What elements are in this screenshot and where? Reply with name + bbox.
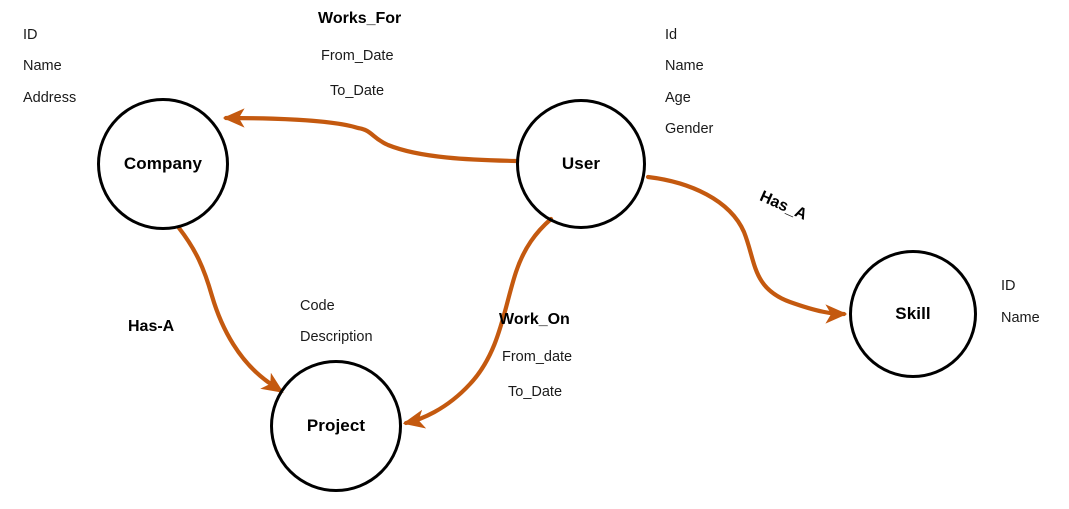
user-attributes-item: Age — [665, 90, 691, 106]
entity-project-label: Project — [306, 416, 366, 435]
entity-skill-label: Skill — [895, 304, 931, 323]
relationship-label-work-on: Work_On — [499, 311, 570, 328]
entity-company-label: Company — [123, 154, 203, 173]
relationship-attr-works-for: From_Date — [321, 48, 394, 64]
user-attributes-item: Name — [665, 58, 704, 74]
company-attributes-item: Name — [23, 58, 62, 74]
edge-has-a-project — [176, 225, 284, 394]
relationship-attr-works-for: To_Date — [330, 83, 385, 99]
edge-works-for — [222, 108, 519, 164]
entity-project[interactable]: Project — [270, 360, 402, 492]
entity-user-label: User — [561, 154, 601, 173]
user-attributes-item: Id — [665, 27, 678, 43]
skill-attributes-item: Name — [1001, 310, 1040, 326]
relationship-label-has-a-project: Has-A — [128, 318, 175, 335]
edge-work-on — [402, 216, 554, 429]
entity-skill[interactable]: Skill — [849, 250, 977, 378]
company-attributes-item: ID — [23, 27, 38, 43]
entity-company[interactable]: Company — [97, 98, 229, 230]
project-attributes-item: Code — [300, 298, 335, 314]
relationship-attr-work-on: To_Date — [508, 384, 563, 400]
edge-has-a-skill — [645, 174, 848, 324]
entity-user[interactable]: User — [516, 99, 646, 229]
company-attributes-item: Address — [23, 90, 77, 106]
user-attributes-item: Gender — [665, 121, 714, 137]
relationship-attr-work-on: From_date — [502, 349, 573, 365]
relationship-label-works-for: Works_For — [318, 10, 402, 27]
project-attributes-item: Description — [300, 329, 373, 345]
skill-attributes-item: ID — [1001, 278, 1016, 294]
